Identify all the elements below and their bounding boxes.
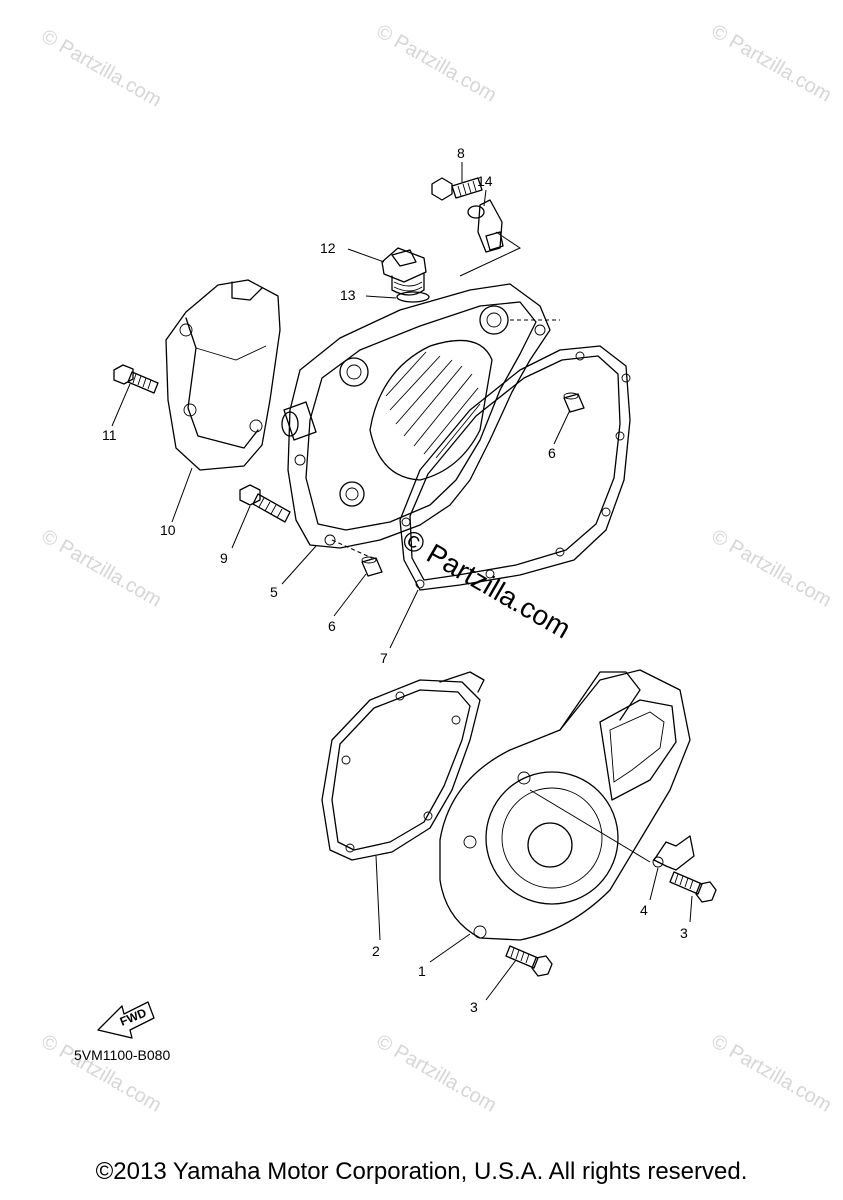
watermark: © Partzilla.com bbox=[373, 20, 501, 106]
callout-14: 14 bbox=[477, 173, 493, 189]
part-1-generator-cover bbox=[439, 669, 691, 941]
callout-labels: 8 14 12 13 11 10 9 5 6 6 7 2 1 4 3 3 bbox=[102, 145, 688, 1015]
part-13-o-ring bbox=[396, 291, 430, 303]
part-11-bolt bbox=[113, 364, 159, 394]
part-2-gasket bbox=[321, 671, 485, 861]
callout-7: 7 bbox=[380, 650, 388, 666]
callout-2: 2 bbox=[372, 943, 380, 959]
copyright-notice: ©2013 Yamaha Motor Corporation, U.S.A. A… bbox=[95, 1158, 748, 1185]
callout-9: 9 bbox=[220, 550, 228, 566]
part-9-bolt bbox=[239, 484, 291, 523]
callout-1: 1 bbox=[418, 963, 426, 979]
part-8-bolt bbox=[431, 177, 483, 201]
part-3-bolt-lower bbox=[505, 945, 553, 977]
callout-3-lower: 3 bbox=[470, 999, 478, 1015]
part-14-clamp bbox=[467, 199, 504, 253]
callout-12: 12 bbox=[320, 240, 336, 256]
watermark: © Partzilla.com bbox=[708, 20, 836, 106]
watermark: © Partzilla.com bbox=[708, 525, 836, 611]
diagram-code: 5VM1100-B080 bbox=[74, 1047, 170, 1063]
callout-10: 10 bbox=[160, 522, 176, 538]
part-3-bolt-right bbox=[669, 871, 717, 903]
watermark: © Partzilla.com bbox=[38, 25, 166, 111]
callout-4: 4 bbox=[640, 902, 648, 918]
callout-6-lower: 6 bbox=[328, 618, 336, 634]
callout-3-right: 3 bbox=[680, 925, 688, 941]
watermark: © Partzilla.com bbox=[38, 525, 166, 611]
callout-8: 8 bbox=[457, 145, 465, 161]
part-4-clamp bbox=[652, 835, 695, 871]
part-5-crankcase-cover bbox=[281, 283, 551, 549]
watermark: © Partzilla.com bbox=[38, 1030, 166, 1116]
leader-lines bbox=[111, 162, 693, 1001]
part-12-filler-cap bbox=[381, 247, 427, 296]
watermark: © Partzilla.com bbox=[373, 1030, 501, 1116]
part-6-dowel-pin-lower bbox=[361, 556, 383, 577]
fwd-arrow: FWD bbox=[97, 1001, 155, 1039]
part-7-gasket bbox=[399, 345, 631, 591]
watermark: © Partzilla.com bbox=[708, 1030, 836, 1116]
callout-6-upper: 6 bbox=[548, 445, 556, 461]
part-6-dowel-pin-upper bbox=[563, 392, 585, 413]
callout-11: 11 bbox=[102, 427, 117, 443]
callout-13: 13 bbox=[340, 287, 356, 303]
part-10-cover bbox=[165, 279, 281, 471]
callout-5: 5 bbox=[270, 584, 278, 600]
